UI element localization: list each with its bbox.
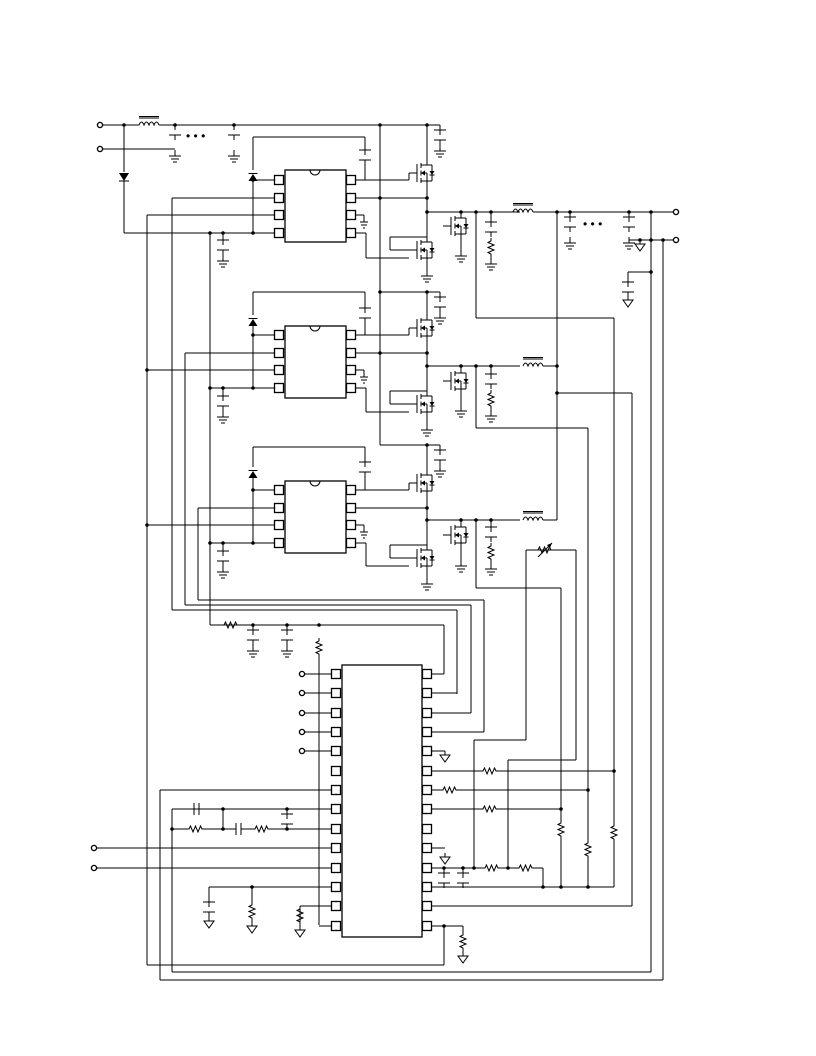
sync-mosfet-1 <box>442 211 469 241</box>
sync-mosfet-2 <box>442 366 469 396</box>
vid-terminal-1[interactable] <box>298 670 306 678</box>
controller-ic <box>90 238 665 981</box>
output-inductor-2 <box>522 357 544 367</box>
controller-ic-body <box>341 664 423 938</box>
svg-text:• • •: • • • <box>186 129 205 143</box>
sync-mosfet-3 <box>442 520 469 550</box>
vid-terminal-5[interactable] <box>298 747 306 755</box>
high-side-mosfet-1 <box>408 158 435 188</box>
driver-ic-3 <box>284 480 347 554</box>
driver-ic-2 <box>284 325 347 399</box>
controller-left-pins <box>330 668 342 932</box>
low-side-mosfet-2 <box>408 389 435 419</box>
input-terminal-gnd[interactable] <box>96 145 104 153</box>
boot-diode-3 <box>248 470 258 479</box>
pgood-terminal[interactable] <box>90 864 98 872</box>
driver-ic-1 <box>284 169 347 243</box>
output-inductor-3 <box>522 511 544 521</box>
input-section: • • • <box>96 116 447 445</box>
controller-right-pins <box>421 668 433 932</box>
output-inductor-1 <box>512 203 534 213</box>
high-side-mosfet-3 <box>408 468 435 498</box>
input-inductor <box>138 116 160 126</box>
phase-1 <box>248 125 676 319</box>
enable-terminal[interactable] <box>90 844 98 852</box>
output-terminal-sense[interactable] <box>672 236 680 244</box>
low-side-mosfet-3 <box>408 543 435 573</box>
high-side-mosfet-2 <box>408 313 435 343</box>
svg-text:• • •: • • • <box>583 217 602 231</box>
vid-terminal-2[interactable] <box>298 689 306 697</box>
vid-terminal-4[interactable] <box>298 728 306 736</box>
boot-diode-2 <box>248 318 258 327</box>
output-section: • • • <box>555 208 680 520</box>
vid-terminal-3[interactable] <box>298 709 306 717</box>
output-terminal-vout[interactable] <box>672 208 680 216</box>
input-terminal-vin[interactable] <box>96 121 104 129</box>
driver-routing <box>145 197 485 965</box>
low-side-mosfet-1 <box>408 235 435 265</box>
phase-3 <box>248 443 577 760</box>
phase-2 <box>248 290 632 437</box>
input-diode <box>119 173 129 181</box>
